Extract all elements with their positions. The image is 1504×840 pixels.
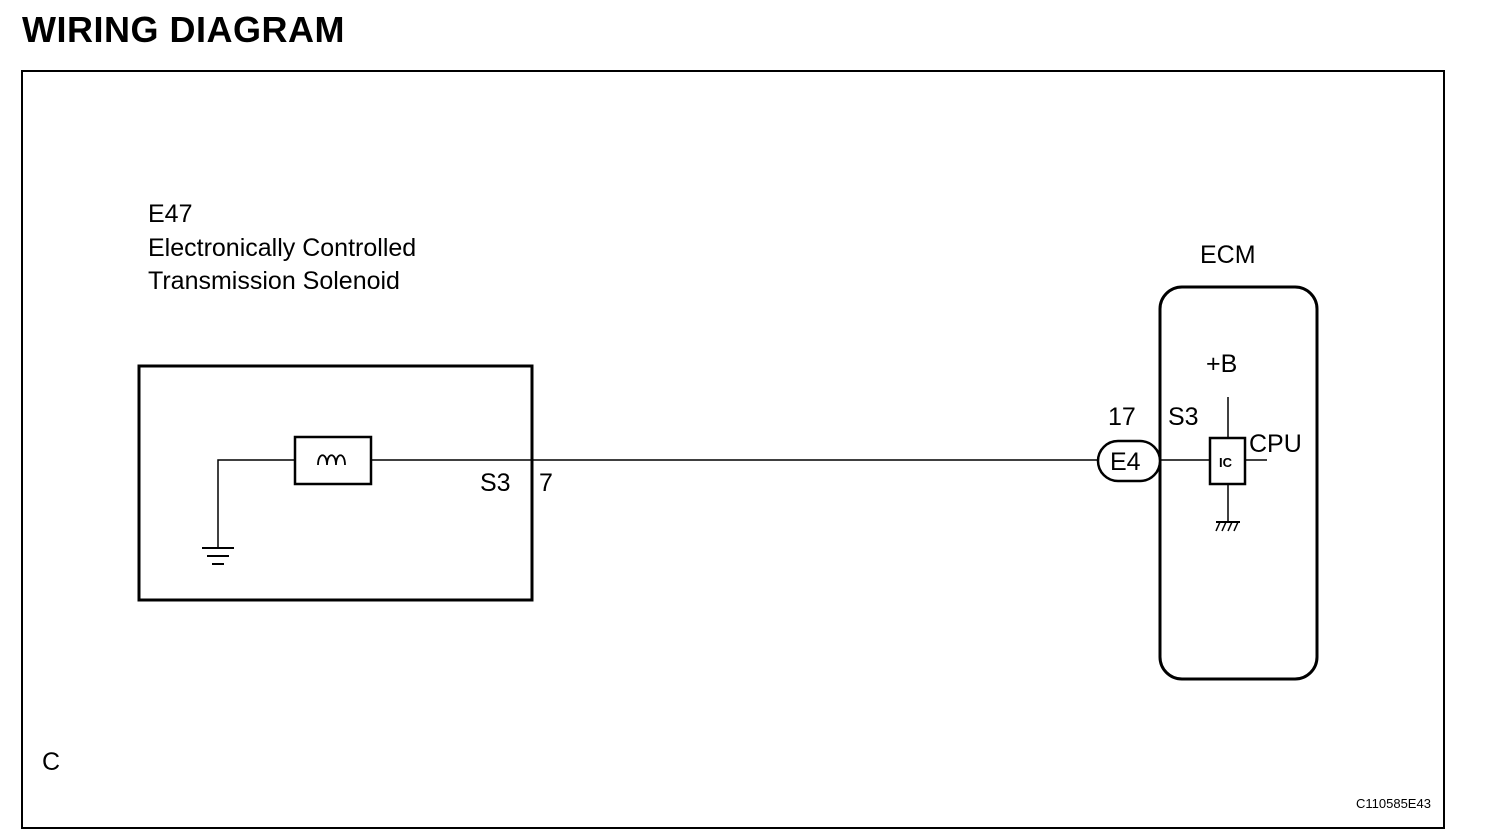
solenoid-code: E47	[148, 200, 192, 228]
power-label: +B	[1206, 350, 1237, 378]
page-title: WIRING DIAGRAM	[22, 9, 345, 50]
solenoid-ground-wire	[217, 459, 295, 548]
solenoid-box	[137, 364, 534, 602]
wire-color-code: C	[42, 748, 60, 776]
ecm-connector	[1096, 439, 1162, 483]
ecm-terminal-name: S3	[1168, 403, 1199, 431]
solenoid-terminal-pin: 7	[539, 469, 553, 497]
ground-icon	[202, 547, 234, 565]
ecm-connector-code: E4	[1110, 448, 1141, 476]
ecm-box	[1158, 285, 1319, 681]
cpu-label: CPU	[1249, 430, 1302, 458]
solenoid-coil-icon	[293, 435, 373, 486]
ic-label: IC	[1219, 455, 1233, 470]
ecm-label: ECM	[1200, 241, 1256, 269]
solenoid-name-line1: Electronically Controlled	[148, 234, 416, 262]
solenoid-terminal-name: S3	[480, 469, 511, 497]
diagram-frame	[21, 70, 1445, 829]
ecm-connector-pin: 17	[1108, 403, 1136, 431]
figure-id: C110585E43	[1356, 796, 1431, 811]
solenoid-name-line2: Transmission Solenoid	[148, 267, 400, 295]
chassis-ground-icon	[1215, 521, 1240, 532]
